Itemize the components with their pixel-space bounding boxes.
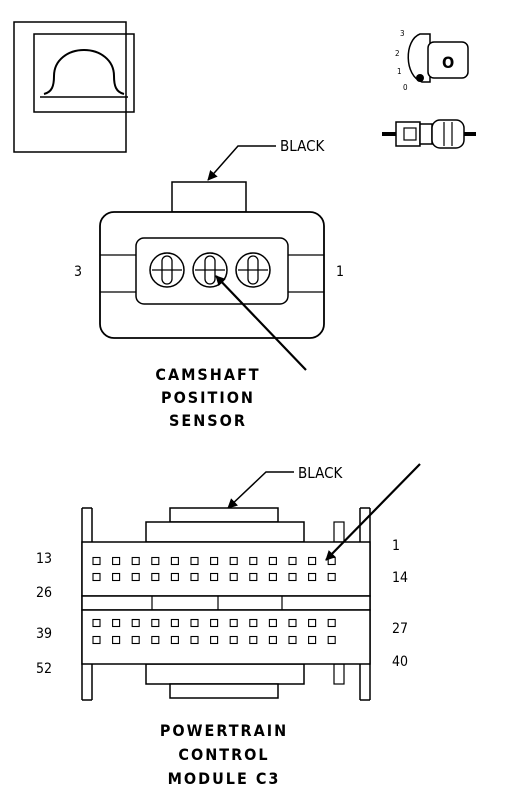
- sensor-title-line-1: CAMSHAFT: [155, 365, 260, 384]
- pcm-pin-cavity: [288, 556, 297, 566]
- resistance-meter-icon: [13, 21, 135, 153]
- sensor-terminal-1: [235, 252, 271, 288]
- pcm-pin-cavity: [210, 618, 219, 628]
- pcm-pin-cavity: [210, 556, 219, 566]
- pcm-pin-cavity: [170, 618, 179, 628]
- pcm-pin-cavity: [249, 556, 258, 566]
- pcm-pin-cavity: [92, 618, 101, 628]
- pcm-pin-cavity: [229, 635, 238, 645]
- pcm-pin-label-14: 14: [392, 570, 408, 586]
- key-position-2: 2: [395, 49, 400, 58]
- pcm-pin-cavity: [190, 618, 199, 628]
- pcm-pin-cavity: [210, 635, 219, 645]
- pcm-pin-cavity: [268, 635, 277, 645]
- pcm-pin-cavity: [151, 635, 160, 645]
- pcm-pin-cavity: [170, 635, 179, 645]
- pcm-pin-cavity: [308, 556, 317, 566]
- pcm-pin-cavity: [112, 556, 121, 566]
- pcm-pin-cavity: [112, 572, 121, 582]
- pcm-pin-label-13: 13: [36, 551, 52, 567]
- pcm-pin-cavity: [112, 618, 121, 628]
- camshaft-sensor-connector: BLACK 3 1: [74, 137, 344, 371]
- pcm-title-line-3: MODULE C3: [168, 769, 281, 788]
- pcm-pin-cavity: [190, 556, 199, 566]
- pcm-pin-cavity: [288, 572, 297, 582]
- ignition-key-icon: 3 2 1 0 O: [395, 29, 469, 92]
- pcm-c3-connector: BLACK 13 26 39 52 1 1: [36, 463, 421, 701]
- pcm-pin-cavity: [268, 556, 277, 566]
- key-position-3: 3: [400, 29, 405, 38]
- pcm-title: POWERTRAIN CONTROL MODULE C3: [160, 721, 288, 788]
- pcm-pin-cavity: [308, 635, 317, 645]
- pcm-pin-grid: [92, 556, 336, 645]
- pcm-title-line-2: CONTROL: [178, 745, 269, 764]
- pcm-pin-cavity: [249, 635, 258, 645]
- pcm-title-line-1: POWERTRAIN: [160, 721, 288, 740]
- pcm-pin-cavity: [190, 572, 199, 582]
- sensor-title-line-3: SENSOR: [169, 411, 247, 430]
- sensor-title: CAMSHAFT POSITION SENSOR: [155, 365, 260, 430]
- pcm-pin-label-27: 27: [392, 621, 408, 637]
- key-position-1: 1: [397, 67, 402, 76]
- pcm-pin-label-26: 26: [36, 585, 52, 601]
- pcm-pin-label-39: 39: [36, 626, 52, 642]
- pcm-pin-cavity: [170, 556, 179, 566]
- pcm-pin-cavity: [268, 618, 277, 628]
- pcm-pin-cavity: [131, 618, 140, 628]
- pcm-pin-cavity: [288, 635, 297, 645]
- sensor-terminal-3: [149, 252, 185, 288]
- pcm-pin-cavity: [327, 556, 336, 566]
- pcm-pin-cavity: [327, 635, 336, 645]
- sensor-pin-label-right: 1: [336, 264, 344, 280]
- pcm-pin-cavity: [327, 618, 336, 628]
- pcm-pin-cavity: [170, 572, 179, 582]
- pcm-pin-cavity: [308, 572, 317, 582]
- pcm-pin-cavity: [131, 572, 140, 582]
- sensor-wire-color-label: BLACK: [280, 137, 326, 155]
- pcm-pin-cavity: [92, 572, 101, 582]
- pcm-pin-cavity: [92, 556, 101, 566]
- pcm-pin-cavity: [151, 618, 160, 628]
- pcm-pin-cavity: [131, 635, 140, 645]
- pcm-wire-color-label: BLACK: [298, 464, 344, 482]
- key-position-0: 0: [403, 83, 408, 92]
- pcm-pin-cavity: [229, 556, 238, 566]
- pcm-pin-cavity: [151, 556, 160, 566]
- pcm-pin-cavity: [288, 618, 297, 628]
- sensor-pin-label-left: 3: [74, 264, 82, 280]
- pcm-pin-cavity: [229, 572, 238, 582]
- sensor-title-line-2: POSITION: [161, 388, 255, 407]
- pcm-pin-cavity: [249, 572, 258, 582]
- pcm-pin-cavity: [151, 572, 160, 582]
- pcm-pin-cavity: [131, 556, 140, 566]
- pcm-pin-cavity: [249, 618, 258, 628]
- key-letter: O: [442, 53, 454, 72]
- pcm-pin-cavity: [327, 572, 336, 582]
- pcm-pin-cavity: [210, 572, 219, 582]
- pcm-pin-cavity: [92, 635, 101, 645]
- pcm-pin-cavity: [308, 618, 317, 628]
- pcm-pin-label-1: 1: [392, 538, 400, 554]
- pcm-pin-label-40: 40: [392, 654, 408, 670]
- pcm-pin-cavity: [112, 635, 121, 645]
- pcm-pin-label-52: 52: [36, 661, 52, 677]
- pcm-pin-cavity: [229, 618, 238, 628]
- connector-plug-icon: [382, 119, 476, 149]
- pcm-pin-cavity: [190, 635, 199, 645]
- pcm-pin-cavity: [268, 572, 277, 582]
